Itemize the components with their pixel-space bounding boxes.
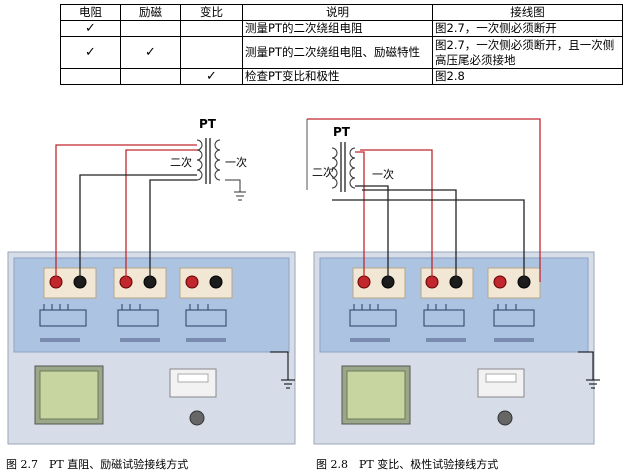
pt-transformer bbox=[331, 142, 356, 192]
wire-red-outer bbox=[307, 118, 541, 282]
printer-slot bbox=[177, 373, 209, 383]
secondary-label: 二次 bbox=[170, 155, 192, 169]
primary-label: 一次 bbox=[225, 155, 247, 169]
pt-transformer bbox=[196, 138, 221, 184]
label-strip bbox=[494, 338, 534, 342]
pt-label: PT bbox=[333, 125, 351, 139]
check-resistance: ✓ bbox=[60, 36, 121, 69]
jack-red bbox=[493, 275, 507, 289]
label-strip bbox=[426, 338, 466, 342]
ground-icon bbox=[586, 379, 600, 389]
row-description: 检查PT变比和极性 bbox=[242, 68, 433, 85]
table-row: ✓ 测量PT的二次绕组电阻 图2.7，一次侧必须断开 bbox=[60, 20, 623, 37]
primary-label: 一次 bbox=[372, 167, 394, 181]
figure-caption-2-8: 图 2.8 PT 变比、极性试验接线方式 bbox=[316, 458, 499, 471]
label-strip bbox=[120, 338, 160, 342]
jack-black bbox=[209, 275, 223, 289]
wire-black bbox=[149, 179, 197, 282]
wire-black bbox=[355, 185, 389, 282]
label-strip bbox=[186, 338, 226, 342]
control-knob bbox=[189, 410, 205, 426]
terminal-schematics bbox=[349, 304, 535, 327]
secondary-label: 二次 bbox=[312, 165, 334, 179]
control-knob bbox=[497, 410, 513, 426]
table-header-row: 电阻 励磁 变比 说明 接线图 bbox=[60, 4, 623, 21]
lcd-screen bbox=[39, 370, 99, 420]
row-wiring: 图2.8 bbox=[432, 68, 623, 85]
wire-red bbox=[355, 151, 365, 282]
row-description: 测量PT的二次绕组电阻、励磁特性 bbox=[242, 36, 433, 69]
terminal-group-2 bbox=[420, 267, 474, 299]
header-wiring: 接线图 bbox=[432, 4, 623, 21]
check-ratio: ✓ bbox=[180, 68, 243, 85]
ground-icon bbox=[234, 191, 246, 201]
label-strip bbox=[40, 338, 80, 342]
label-strip bbox=[350, 338, 390, 342]
printer bbox=[477, 368, 525, 398]
wire-black bbox=[332, 199, 525, 282]
figure-caption-2-7: 图 2.7 PT 直阻、励磁试验接线方式 bbox=[6, 458, 189, 471]
figure-2-8: PT 二次 一次 bbox=[306, 118, 600, 445]
settings-table: 电阻 励磁 变比 说明 接线图 ✓ 测量PT的二次绕组电阻 图2.7，一次侧必须… bbox=[60, 4, 623, 85]
terminal-schematics bbox=[39, 304, 227, 327]
ground-icon bbox=[281, 379, 295, 389]
table-row: ✓ 检查PT变比和极性 图2.8 bbox=[60, 68, 623, 85]
figure-2-7: PT 二次 一次 bbox=[7, 117, 296, 445]
wire-red bbox=[125, 149, 197, 282]
lcd-screen bbox=[346, 370, 406, 420]
jack-red bbox=[185, 275, 199, 289]
table-row: ✓ ✓ 测量PT的二次绕组电阻、励磁特性 图2.7，一次侧必须断开，且一次侧高压… bbox=[60, 36, 623, 69]
printer-slot bbox=[485, 373, 517, 383]
printer bbox=[169, 368, 217, 398]
wire-black bbox=[362, 189, 457, 282]
wire-black bbox=[79, 174, 197, 282]
row-wiring: 图2.7，一次侧必须断开 bbox=[432, 20, 623, 37]
row-wiring: 图2.7，一次侧必须断开，且一次侧高压尾必须接地 bbox=[432, 36, 623, 69]
wire-red bbox=[55, 144, 197, 282]
wire-red bbox=[360, 149, 433, 282]
pt-label: PT bbox=[199, 117, 217, 131]
